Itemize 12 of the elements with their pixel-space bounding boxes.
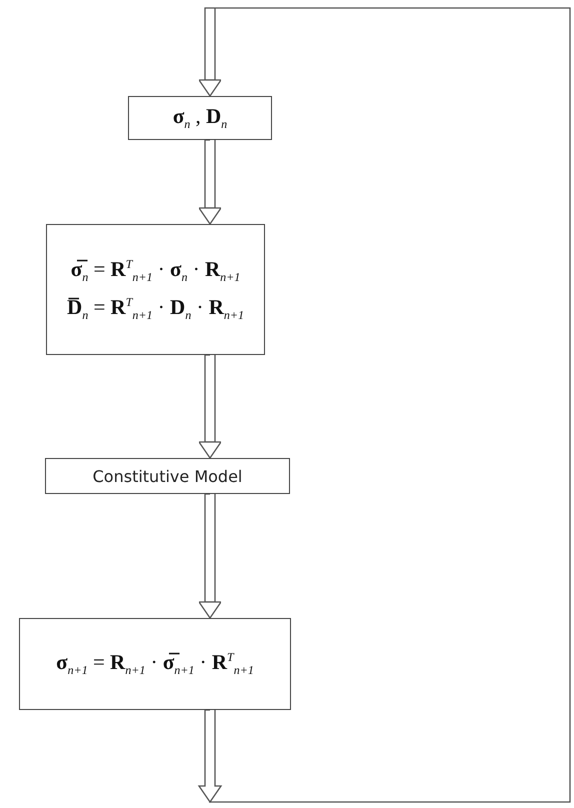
process-box: [19, 618, 291, 710]
box-label: Constitutive Model: [92, 466, 242, 486]
hollow-arrow: [198, 139, 222, 225]
hollow-arrow: [198, 493, 222, 619]
equation: σ̅$_{n}$ = R$^{T}$$_{n+1}$ · σ$_{n}$ · R$_{n+1}$: [70, 256, 240, 284]
hollow-arrow: [198, 354, 222, 459]
process-box: [46, 224, 265, 355]
process-box: [128, 96, 272, 140]
hollow-arrow: [198, 7, 571, 804]
process-box: [45, 458, 290, 494]
equation: σ$_{n}$ , D$_{n}$: [172, 104, 228, 132]
equation: D̅$_{n}$ = R$^{T}$$_{n+1}$ · D$_{n}$ · R$_{n+1}$: [67, 294, 244, 322]
